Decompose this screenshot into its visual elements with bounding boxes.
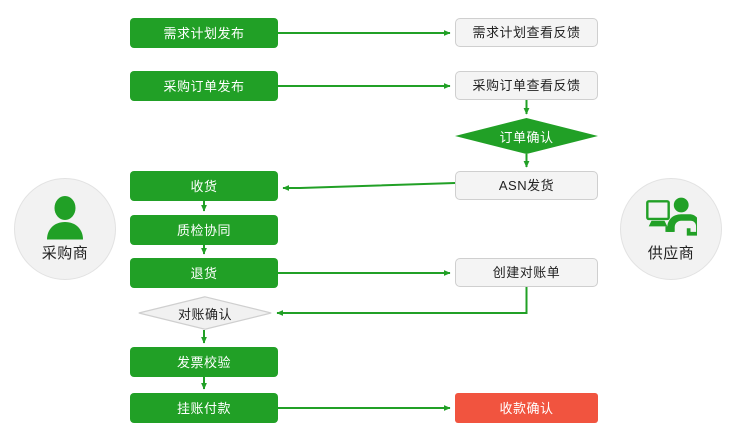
actor-buyer[interactable]: 采购商 (14, 178, 116, 280)
node-goods-receipt[interactable]: 收货 (130, 171, 278, 201)
diamond-shape (138, 296, 272, 330)
node-invoice-verification[interactable]: 发票校验 (130, 347, 278, 377)
node-label: 订单确认 (499, 129, 554, 145)
node-label: 采购订单查看反馈 (472, 78, 581, 93)
node-label: 收货 (190, 178, 218, 194)
node-order-confirm[interactable]: 订单确认 (455, 118, 598, 154)
node-label: 需求计划查看反馈 (472, 25, 581, 40)
node-demand-plan-publish[interactable]: 需求计划发布 (130, 18, 278, 48)
node-reconciliation-confirm[interactable]: 对账确认 (138, 296, 272, 330)
node-label: 需求计划发布 (163, 25, 245, 41)
edge-reconciliation-to-confirm (276, 287, 528, 316)
actor-supplier-label: 供应商 (647, 245, 695, 262)
node-receipt-confirm[interactable]: 收款确认 (455, 393, 598, 423)
node-quality-collaboration[interactable]: 质检协同 (130, 215, 278, 245)
node-asn-shipment[interactable]: ASN发货 (455, 171, 598, 200)
node-label: 退货 (190, 265, 218, 281)
node-create-reconciliation[interactable]: 创建对账单 (455, 258, 598, 287)
node-label: ASN发货 (498, 178, 555, 193)
node-label: 挂账付款 (176, 400, 231, 416)
diamond-shape (455, 118, 598, 154)
node-label: 质检协同 (176, 222, 231, 238)
node-label: 采购订单发布 (163, 78, 245, 94)
node-payable-payment[interactable]: 挂账付款 (130, 393, 278, 423)
person-at-computer-icon (646, 197, 697, 236)
node-purchase-order-publish[interactable]: 采购订单发布 (130, 71, 278, 101)
edge-asn-to-receipt (282, 182, 456, 191)
node-label: 对账确认 (177, 306, 232, 322)
actor-buyer-label: 采购商 (41, 245, 89, 262)
node-label: 创建对账单 (492, 265, 561, 280)
node-label: 发票校验 (176, 354, 231, 370)
node-label: 收款确认 (499, 400, 554, 416)
actor-supplier[interactable]: 供应商 (620, 178, 722, 280)
node-return-goods[interactable]: 退货 (130, 258, 278, 288)
node-demand-plan-feedback[interactable]: 需求计划查看反馈 (455, 18, 598, 47)
person-icon (47, 196, 83, 240)
node-purchase-order-feedback[interactable]: 采购订单查看反馈 (455, 71, 598, 100)
